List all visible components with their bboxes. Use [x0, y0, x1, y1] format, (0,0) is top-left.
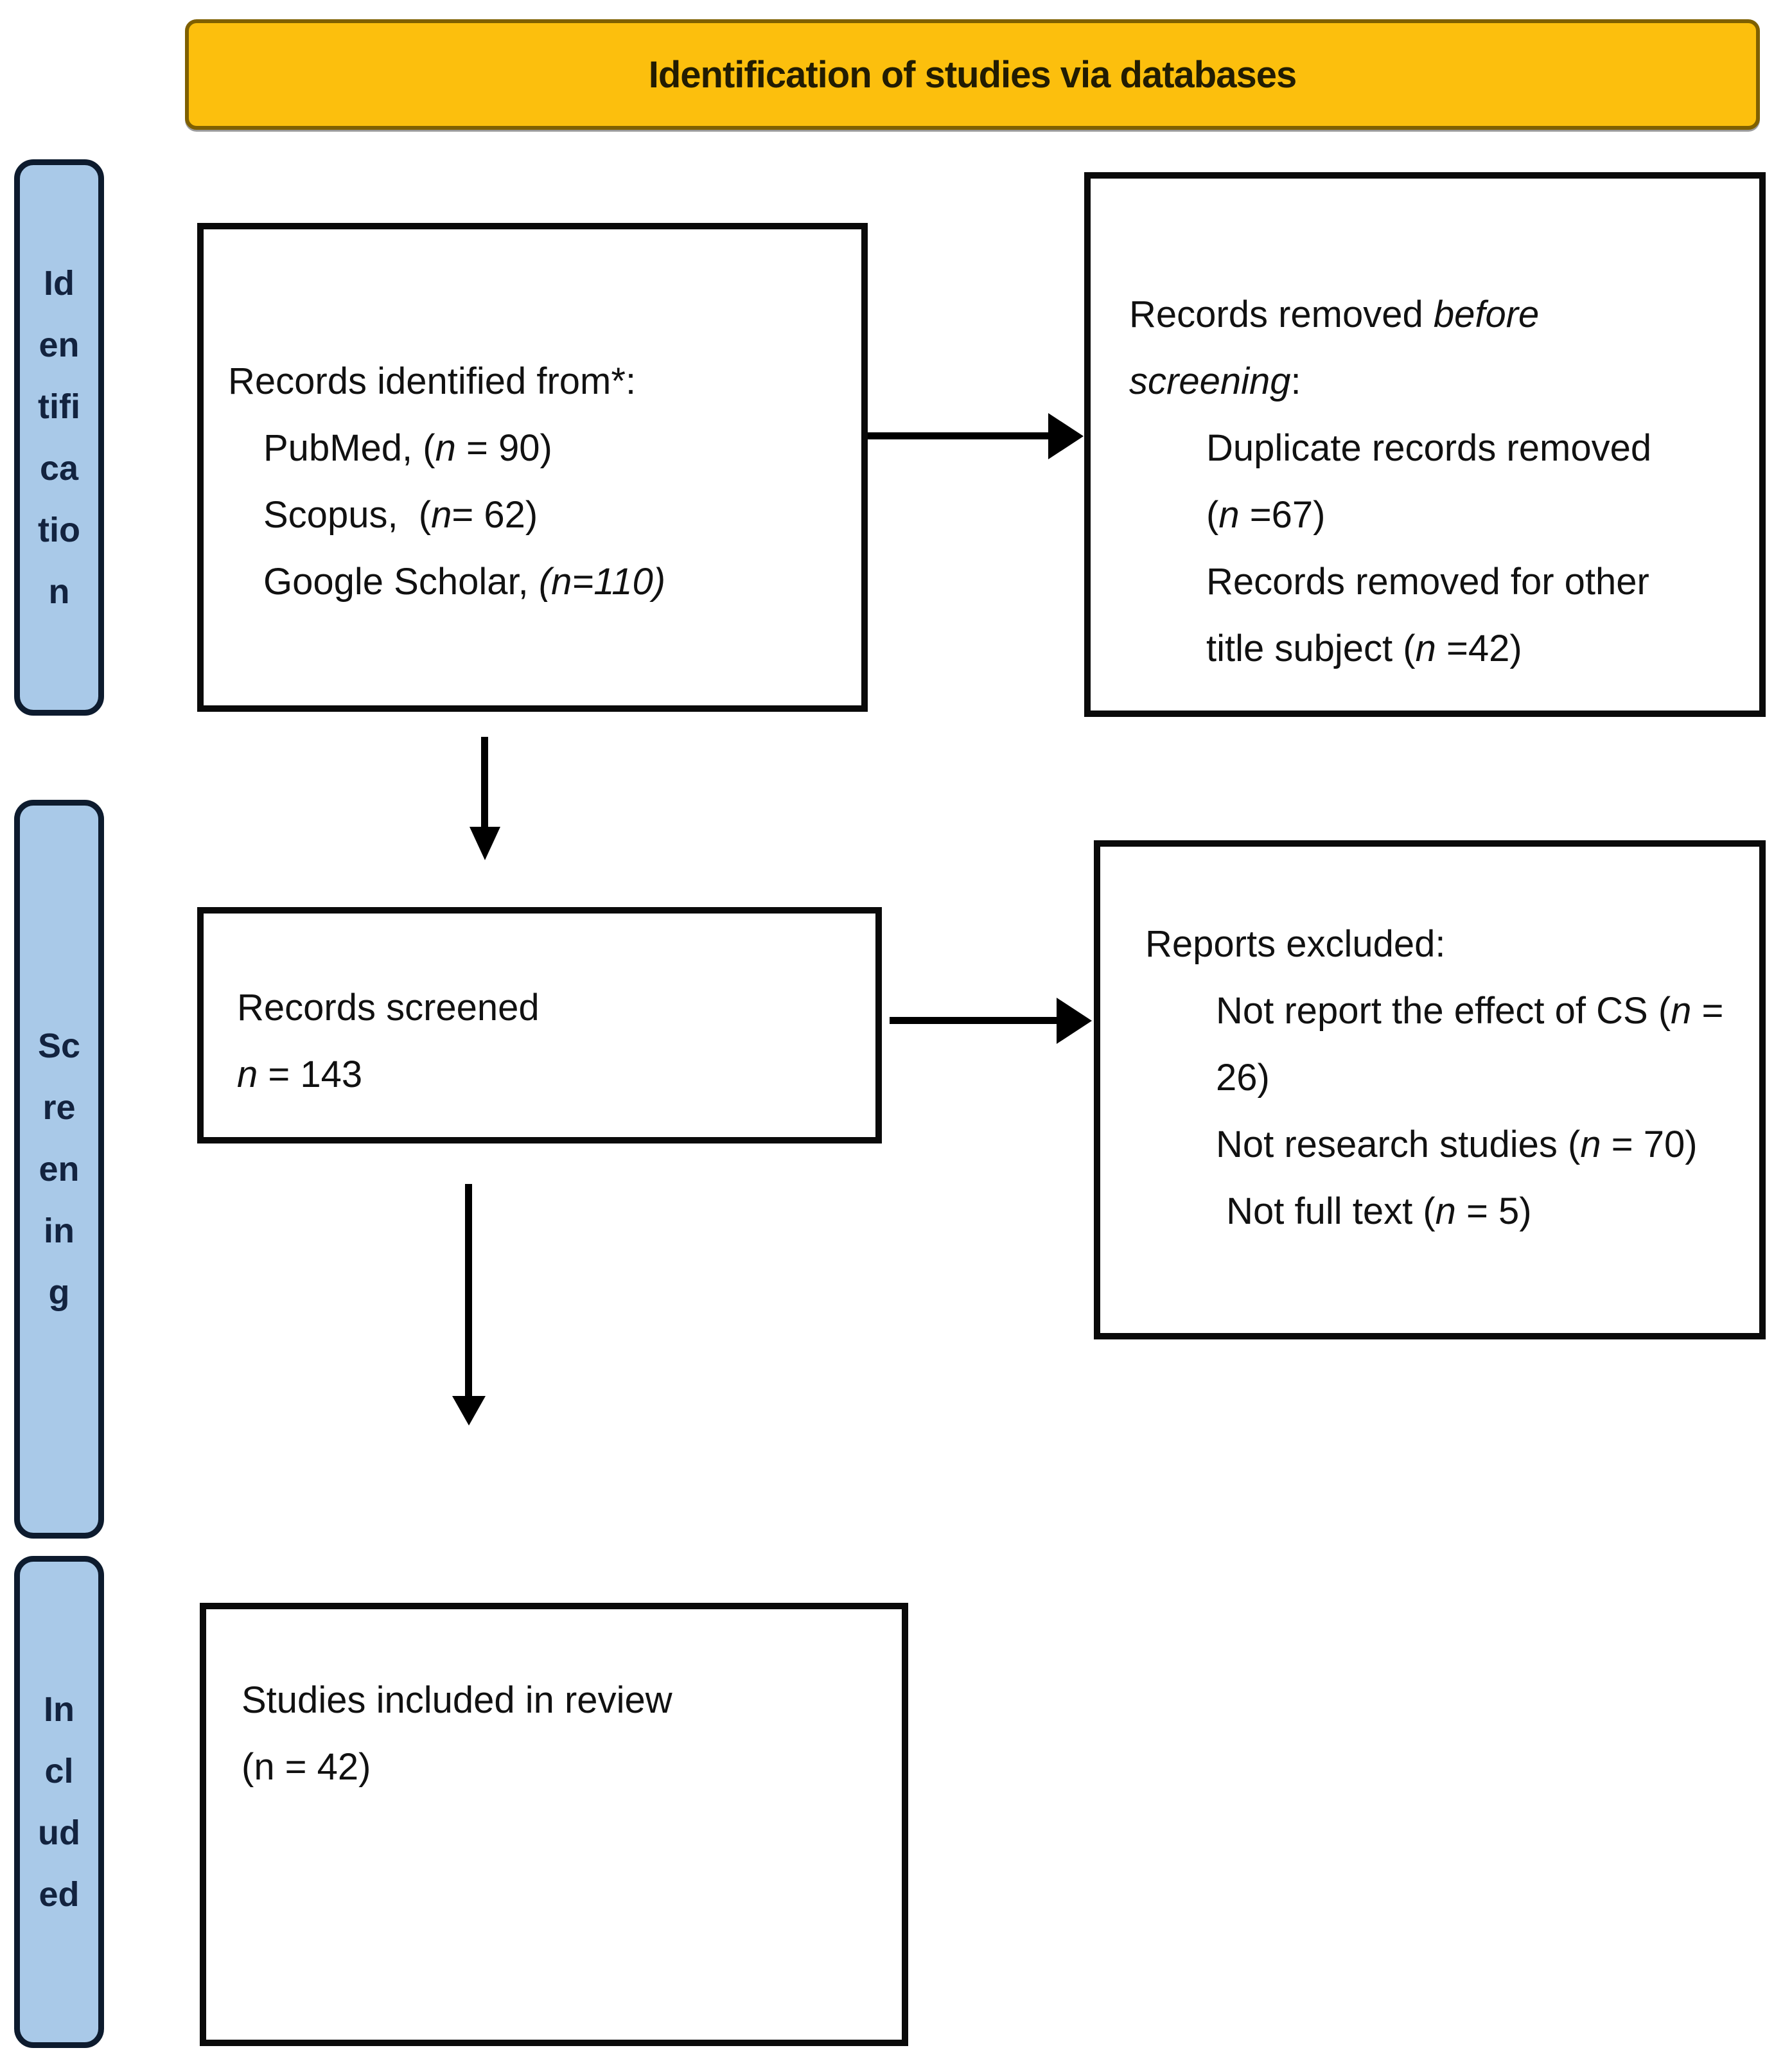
box-reports-excluded: Reports excluded: Not report the effect o… — [1094, 840, 1766, 1339]
text-segment: Not full text ( — [1216, 1190, 1436, 1232]
text-line: Records screened — [237, 975, 863, 1041]
text-segment: Scopus, ( — [263, 494, 432, 536]
text-segment: : — [1290, 360, 1301, 402]
text-line: Records identified from*: — [228, 348, 852, 415]
text-segment: = 26) — [1216, 990, 1734, 1099]
text-segment: Records identified from*: — [228, 360, 637, 402]
text-segment: Not research studies ( — [1216, 1124, 1581, 1165]
box-studies-included: Studies included in review (n = 42) — [200, 1603, 908, 2046]
text-segment: n — [435, 427, 456, 469]
arrow-right-icon — [1048, 413, 1084, 459]
text-segment: Records screened — [237, 987, 540, 1028]
text-line: n = 143 — [237, 1041, 863, 1108]
stage-label-included: In cl ud ed — [14, 1556, 104, 2048]
text-segment: n — [1580, 1124, 1601, 1165]
text-segment: = 143 — [258, 1054, 363, 1095]
arrow-down-icon — [452, 1396, 486, 1426]
text-segment: n — [237, 1054, 258, 1095]
text-segment: n — [1435, 1190, 1456, 1232]
box-records-identified: Records identified from*:PubMed, (n = 90… — [197, 223, 868, 712]
text-line: PubMed, (n = 90) — [228, 415, 852, 482]
text-segment: Reports excluded: — [1145, 923, 1446, 965]
text-segment: = 5) — [1455, 1190, 1532, 1232]
text-segment: n — [1671, 990, 1692, 1032]
stage-label-screening-text: Sc re en in g — [37, 1027, 81, 1312]
text-segment: Records removed for other title subject … — [1206, 561, 1660, 669]
arrow-right-icon — [1057, 998, 1092, 1044]
text-line: Studies included in review — [242, 1667, 889, 1734]
text-segment: Not report the effect of CS ( — [1216, 990, 1671, 1032]
text-segment: =67) — [1239, 494, 1326, 536]
header-title: Identification of studies via databases — [648, 53, 1297, 96]
text-line: Not research studies (n = 70) — [1145, 1111, 1754, 1178]
text-segment: n — [1218, 494, 1240, 536]
arrow-identified-to-screened-shaft — [481, 737, 488, 827]
text-segment: PubMed, ( — [263, 427, 435, 469]
stage-label-screening: Sc re en in g — [14, 800, 104, 1539]
text-segment: =42) — [1436, 628, 1522, 669]
text-segment: Records removed — [1129, 294, 1434, 335]
text-segment: Google Scholar, — [263, 561, 539, 603]
text-line: Google Scholar, (n=110) — [228, 549, 852, 615]
header-banner: Identification of studies via databases — [185, 19, 1760, 130]
text-line: Scopus, (n= 62) — [228, 482, 852, 549]
text-segment: =110) — [572, 561, 666, 603]
stage-label-identification: Id en tifi ca tio n — [14, 159, 104, 716]
text-segment: Duplicate records removed ( — [1206, 427, 1662, 536]
text-line: Records removed for other title subject … — [1129, 549, 1663, 682]
text-segment: (n — [538, 561, 572, 603]
arrow-screened-to-excluded-shaft — [890, 1017, 1057, 1024]
text-segment: Studies included in review — [242, 1679, 672, 1721]
arrow-screened-to-included-shaft — [465, 1184, 472, 1396]
text-line: (n = 42) — [242, 1734, 889, 1801]
text-segment: = 62) — [452, 494, 538, 536]
text-line: Not full text (n = 5) — [1145, 1178, 1754, 1245]
box-records-removed-before-screening: Records removed before screening:Duplica… — [1084, 172, 1766, 717]
text-segment: (n = 42) — [242, 1746, 371, 1788]
text-segment: n — [1415, 628, 1436, 669]
text-segment: = 90) — [455, 427, 552, 469]
text-segment: before screening — [1129, 294, 1550, 402]
text-line: Not report the effect of CS (n = 26) — [1145, 978, 1754, 1111]
arrow-identified-to-removed-shaft — [868, 432, 1048, 439]
box-records-screened: Records screened n = 143 — [197, 907, 882, 1143]
text-line: Records removed before screening: — [1129, 281, 1663, 415]
arrow-down-icon — [470, 827, 500, 860]
text-segment: n — [431, 494, 452, 536]
stage-label-included-text: In cl ud ed — [38, 1690, 80, 1914]
text-segment: = 70) — [1601, 1124, 1698, 1165]
text-line: Reports excluded: — [1145, 911, 1754, 978]
text-line: Duplicate records removed (n =67) — [1129, 415, 1663, 549]
stage-label-identification-text: Id en tifi ca tio n — [38, 264, 80, 611]
